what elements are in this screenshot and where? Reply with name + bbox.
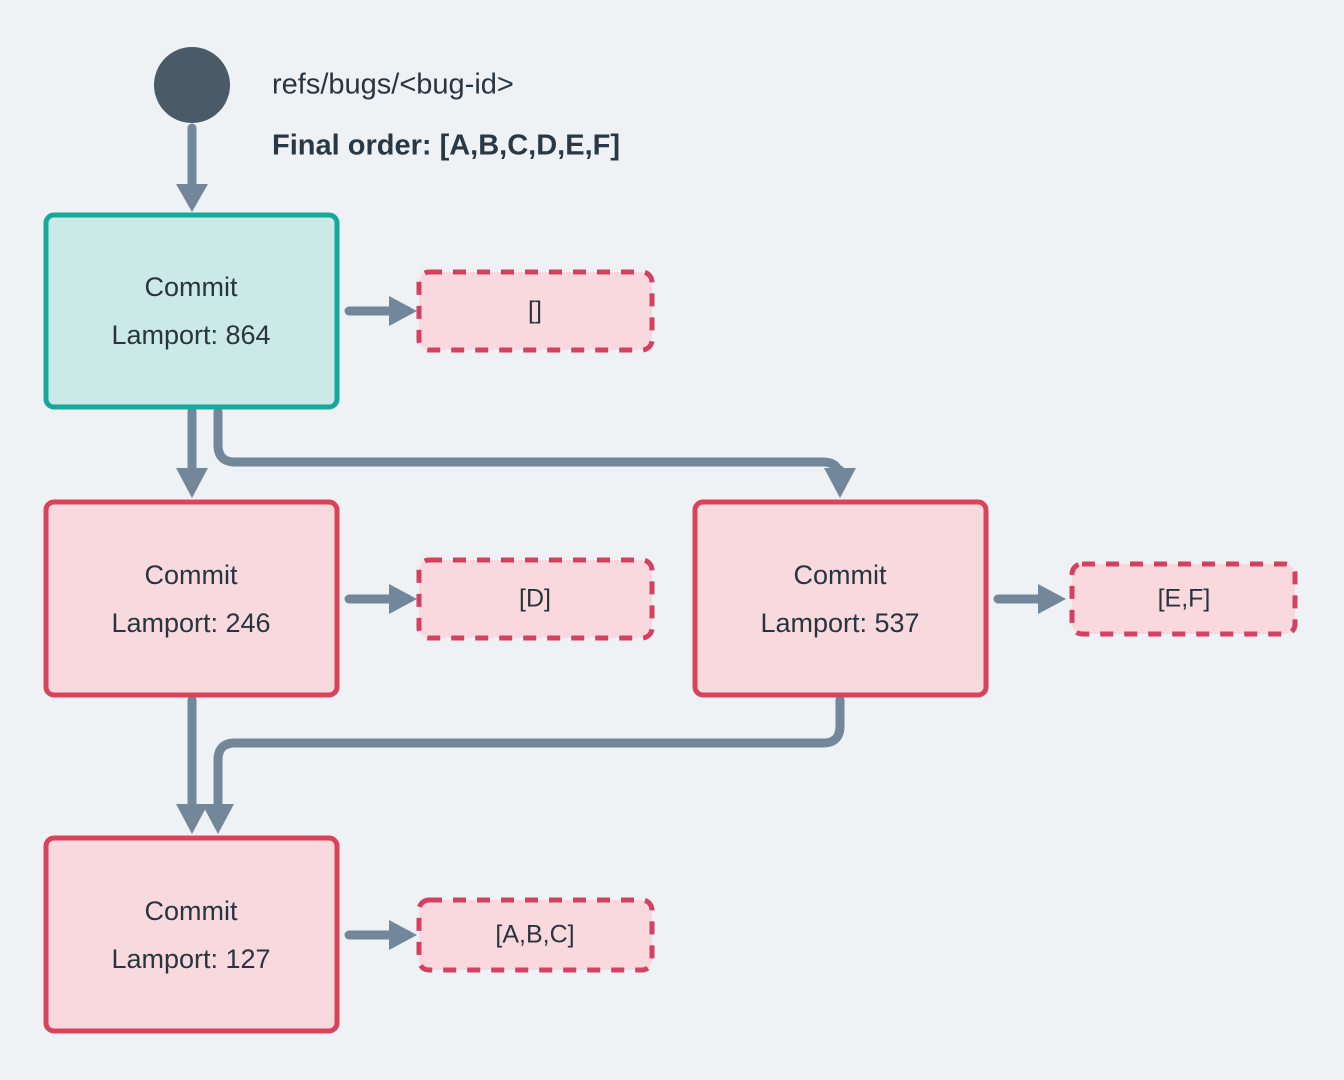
- edge-commit-537-to-payload-537: [993, 584, 1066, 614]
- commit-864-box[interactable]: [43, 212, 340, 410]
- edge-commit-537-to-commit-127: [202, 695, 845, 834]
- payload-246-label: [D]: [519, 585, 551, 613]
- node-commit-537[interactable]: Commit Lamport: 537: [692, 499, 989, 698]
- edge-commit-864-to-payload-864: [344, 296, 417, 326]
- edge-root-to-commit-864: [176, 123, 208, 212]
- node-commit-127[interactable]: Commit Lamport: 127: [43, 835, 340, 1034]
- edge-commit-246-to-payload-246: [344, 584, 417, 614]
- edge-commit-864-to-commit-537: [213, 407, 856, 498]
- commit-864-lamport: Lamport: 864: [111, 320, 270, 350]
- payload-864-label: []: [528, 297, 542, 325]
- commit-127-title: Commit: [145, 896, 238, 926]
- commit-246-lamport: Lamport: 246: [111, 608, 270, 638]
- commit-246-box[interactable]: [43, 499, 340, 698]
- commit-537-box[interactable]: [692, 499, 989, 698]
- commit-537-title: Commit: [794, 560, 887, 590]
- commit-246-title: Commit: [145, 560, 238, 590]
- root-ref-circle-icon: [154, 47, 230, 123]
- payload-246-box[interactable]: [416, 557, 655, 641]
- commit-127-box[interactable]: [43, 835, 340, 1034]
- node-commit-246[interactable]: Commit Lamport: 246: [43, 499, 340, 698]
- edge-commit-246-to-commit-127: [176, 695, 208, 834]
- ref-label: refs/bugs/<bug-id>: [272, 69, 514, 101]
- payload-127-label: [A,B,C]: [495, 921, 574, 949]
- final-order-label: Final order: [A,B,C,D,E,F]: [272, 130, 620, 162]
- payload-537-box[interactable]: [1069, 561, 1298, 637]
- node-payload-246[interactable]: [D]: [416, 557, 655, 641]
- node-payload-127[interactable]: [A,B,C]: [416, 897, 655, 973]
- commit-864-title: Commit: [145, 272, 238, 302]
- commit-127-lamport: Lamport: 127: [111, 944, 270, 974]
- payload-127-box[interactable]: [416, 897, 655, 973]
- payload-864-box[interactable]: [416, 269, 655, 353]
- node-payload-537[interactable]: [E,F]: [1069, 561, 1298, 637]
- payload-537-label: [E,F]: [1158, 585, 1211, 613]
- node-commit-864[interactable]: Commit Lamport: 864: [43, 212, 340, 410]
- commit-537-lamport: Lamport: 537: [760, 608, 919, 638]
- node-payload-864[interactable]: []: [416, 269, 655, 353]
- edge-commit-127-to-payload-127: [344, 920, 417, 950]
- edge-commit-864-to-commit-246: [176, 407, 208, 498]
